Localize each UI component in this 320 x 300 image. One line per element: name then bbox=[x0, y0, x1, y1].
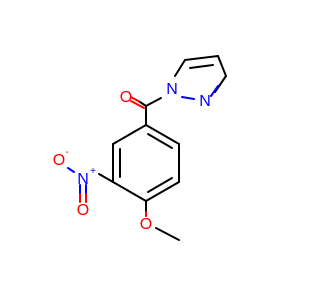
bond-carbonyl-o-1 bbox=[130, 96, 141, 103]
bond-ring-c3-c4 bbox=[145, 181, 180, 202]
atom-nitro-oxygen-minus-charge: - bbox=[65, 147, 68, 158]
bond-ring-c1-c2 bbox=[145, 124, 180, 145]
bond-ring-inner-2 bbox=[147, 177, 173, 193]
bond-carbonyl-c-1 bbox=[139, 101, 147, 107]
atom-labels: O N N N + O - O O bbox=[53, 81, 211, 233]
bond-carbonyl-n1 bbox=[145, 97, 162, 107]
atom-pyrazole-n2: N bbox=[199, 93, 211, 110]
atom-nitro-oxygen-double: O bbox=[77, 202, 89, 219]
heteroatom-bonds bbox=[67, 85, 219, 217]
molecule-structure-diagram: O N N N + O - O O bbox=[53, 55, 227, 241]
atom-nitro-n-charge: + bbox=[90, 166, 96, 177]
bond-ring-nitro bbox=[98, 173, 114, 183]
bond-pyrazole-c5-c4-inner bbox=[189, 64, 214, 69]
bond-pyrazole-c4-c3 bbox=[217, 55, 227, 77]
atom-pyrazole-n1: N bbox=[166, 81, 178, 98]
bond-ring-c4-c5 bbox=[112, 181, 147, 202]
bond-carbonyl-o-2 bbox=[130, 100, 145, 109]
bond-pyrazole-n1-c5 bbox=[174, 59, 186, 77]
bond-nitro-n-o-single bbox=[67, 167, 75, 173]
bond-n2-c3-double bbox=[210, 85, 219, 97]
atom-nitro-n: N bbox=[77, 171, 89, 188]
atom-methoxy-oxygen: O bbox=[140, 216, 152, 233]
bond-ring-c6-c1 bbox=[112, 124, 147, 145]
bond-pyrazole-c5-c4 bbox=[184, 55, 219, 61]
bond-methoxy-methyl bbox=[155, 227, 180, 241]
bond-ring-inner-1 bbox=[147, 133, 173, 149]
atom-carbonyl-oxygen: O bbox=[120, 89, 132, 106]
atom-nitro-oxygen-minus: O bbox=[53, 152, 65, 169]
bond-n1-n2 bbox=[181, 96, 195, 100]
bonds bbox=[98, 55, 227, 241]
